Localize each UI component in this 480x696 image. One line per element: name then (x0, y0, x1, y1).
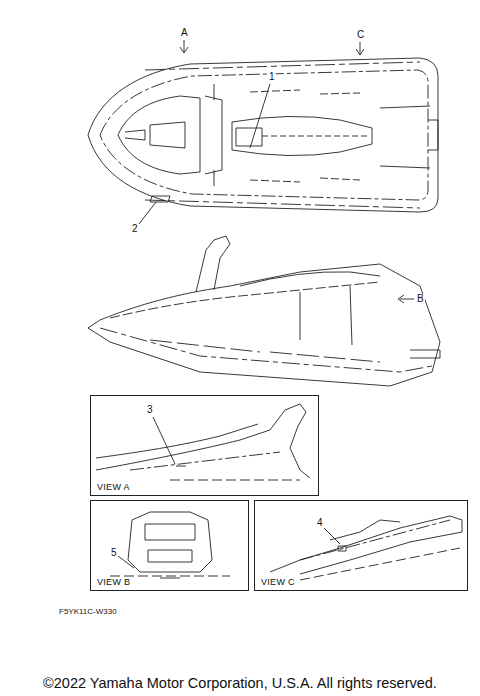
drawing-code: F5YK11C-W330 (58, 608, 118, 616)
view-frame: VIEW C (254, 500, 468, 591)
view-title: VIEW A (96, 482, 131, 492)
callout-number: 2 (131, 224, 139, 234)
view-frame: VIEW B (90, 500, 249, 591)
view-title: VIEW B (96, 577, 131, 587)
callout-number: 3 (146, 405, 154, 415)
view-frame: VIEW A (90, 395, 319, 496)
view-arrow-letter: B (416, 294, 425, 304)
view-b-art (110, 512, 230, 578)
view-arrow-letter: A (180, 28, 189, 38)
callout-number: 5 (110, 548, 118, 558)
view-a-art (96, 404, 310, 480)
top-view (88, 58, 438, 212)
view-c-art (270, 516, 462, 580)
view-arrow-letter: C (356, 30, 365, 40)
view-title: VIEW C (260, 577, 296, 587)
callout-number: 1 (268, 72, 276, 82)
side-view (88, 236, 440, 386)
callout-number: 4 (316, 518, 324, 528)
copyright-notice: ©2022 Yamaha Motor Corporation, U.S.A. A… (42, 676, 438, 691)
